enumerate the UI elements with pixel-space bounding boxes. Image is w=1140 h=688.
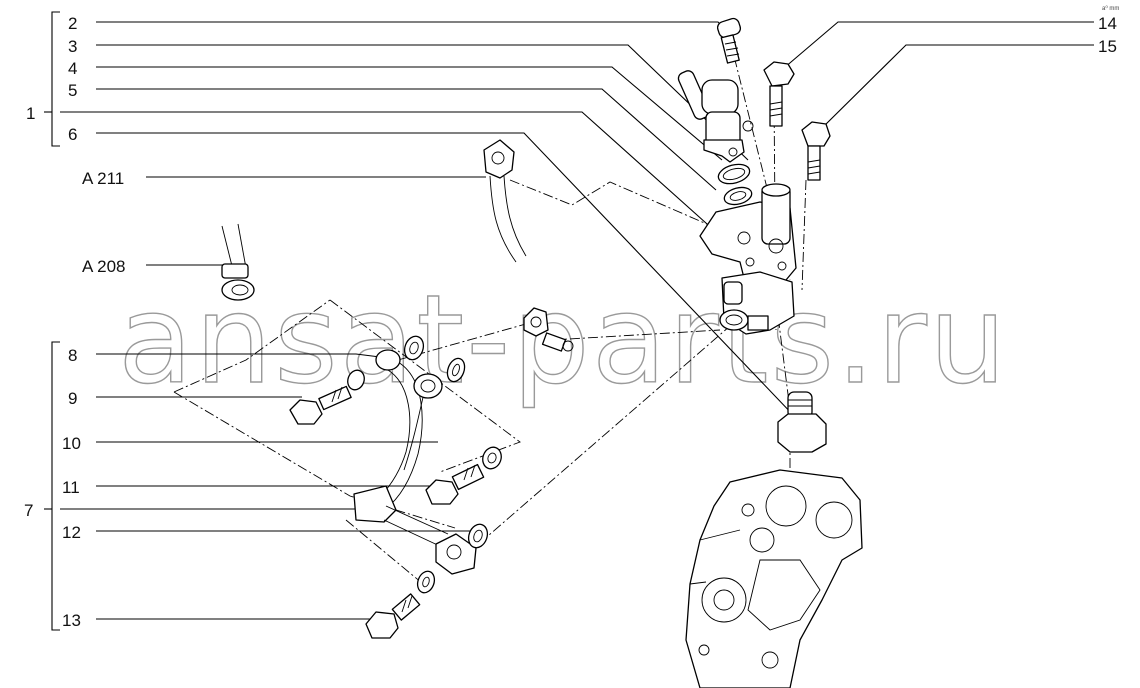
label-14: 14 [1098, 14, 1117, 33]
bracket-group-1 [44, 11, 60, 147]
bolt-part-15 [801, 121, 831, 181]
oil-pipe-part-7 [353, 349, 477, 575]
label-7: 7 [24, 501, 33, 520]
label-10: 10 [62, 434, 81, 453]
hose-a211 [483, 139, 527, 263]
washer-part-10 [482, 446, 502, 470]
label-a211: A 211 [82, 169, 124, 188]
engine-block [685, 469, 863, 688]
label-8: 8 [68, 346, 77, 365]
bolt-part-13 [365, 593, 421, 639]
banjo-fitting [523, 307, 574, 352]
bracket-group-7 [44, 341, 60, 631]
hose-a208 [221, 223, 255, 301]
screw-part-2 [716, 17, 742, 64]
label-5: 5 [68, 81, 77, 100]
label-2: 2 [68, 14, 77, 33]
label-15: 15 [1098, 37, 1117, 56]
callout-labels: 2 3 4 5 1 6 A 211 A 208 8 9 10 11 7 12 1… [24, 14, 1117, 630]
label-12: 12 [62, 523, 81, 542]
bolt-part-14 [763, 61, 795, 127]
oring-part-4 [717, 163, 751, 185]
corner-mark: a⁰ mm [1102, 5, 1119, 12]
washer-part-12 [416, 523, 489, 594]
label-11: 11 [62, 478, 80, 497]
solenoid-part-3 [677, 70, 754, 163]
label-1: 1 [26, 104, 35, 123]
label-13: 13 [62, 611, 81, 630]
bolt-part-9 [289, 369, 365, 425]
label-3: 3 [68, 37, 77, 56]
label-9: 9 [68, 389, 77, 408]
label-6: 6 [68, 125, 77, 144]
fitting-part-6 [777, 391, 827, 453]
label-a208: A 208 [82, 257, 126, 276]
gasket-part-5 [723, 186, 753, 206]
label-4: 4 [68, 59, 77, 78]
valve-housing-part-1 [699, 183, 797, 335]
washer-part-8 [403, 335, 466, 383]
bolt-part-11 [425, 463, 485, 505]
